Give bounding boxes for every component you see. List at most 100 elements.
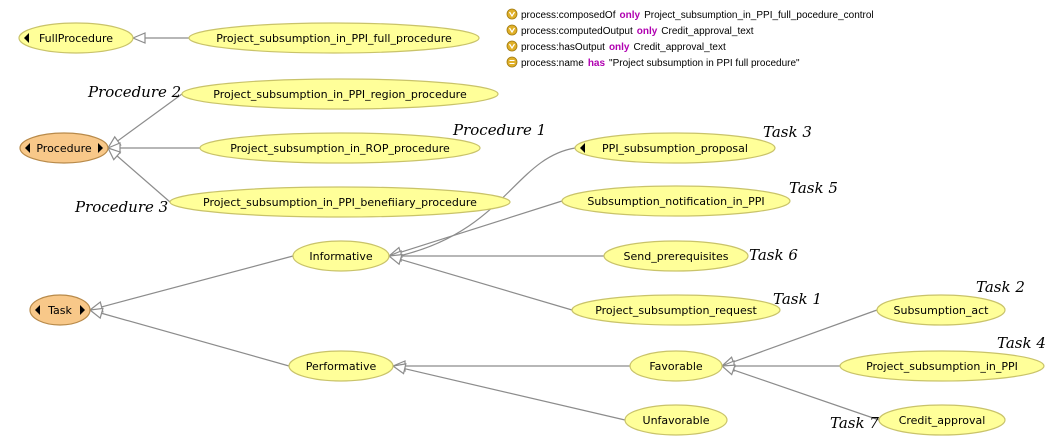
class-ellipse — [292, 240, 390, 272]
class-node-unfavorable[interactable]: Unfavorable — [624, 404, 728, 436]
class-ellipse — [603, 240, 749, 272]
class-node-beneficiary[interactable]: Project_subsumption_in_PPI_benefiiary_pr… — [169, 186, 511, 218]
class-node-proposal[interactable]: PPI_subsumption_proposal — [574, 132, 776, 164]
class-label: Project_subsumption_in_ROP_procedure — [230, 142, 450, 155]
restriction-keyword: has — [588, 58, 606, 69]
expand-left-icon[interactable] — [35, 305, 40, 315]
edge-unfavorable-to-performative — [391, 363, 626, 421]
class-node-prereq[interactable]: Send_prerequisites — [603, 240, 749, 272]
class-label: Send_prerequisites — [624, 250, 729, 263]
annotation-task-7: Task 7 — [830, 414, 879, 432]
restriction-property: process:computedOutput — [521, 26, 633, 37]
class-label: PPI_subsumption_proposal — [602, 142, 748, 155]
value-icon — [506, 56, 518, 68]
annotation-task-2: Task 2 — [976, 278, 1025, 296]
restriction-keyword: only — [637, 26, 658, 37]
class-node-ppi[interactable]: Project_subsumption_in_PPI — [839, 350, 1045, 382]
class-label: Project_subsumption_request — [595, 304, 757, 317]
expand-left-icon[interactable] — [25, 143, 30, 153]
class-ellipse — [188, 22, 480, 54]
expand-left-icon[interactable] — [24, 33, 29, 43]
class-node-ppi_region[interactable]: Project_subsumption_in_PPI_region_proced… — [181, 78, 499, 110]
restriction-keyword: only — [609, 42, 630, 53]
edge-performative-to-task — [88, 307, 290, 367]
annotation-task-3: Task 3 — [763, 123, 812, 141]
class-node-request[interactable]: Project_subsumption_request — [571, 294, 781, 326]
edge-favorable-to-performative — [391, 360, 630, 372]
class-node-act[interactable]: Subsumption_act — [876, 294, 1006, 326]
class-label: FullProcedure — [39, 32, 113, 45]
class-label: Unfavorable — [643, 414, 710, 427]
edge-ppi-to-favorable — [720, 360, 840, 372]
class-ellipse — [839, 350, 1045, 382]
edge-beneficiary-to-procedure — [106, 146, 171, 203]
class-label: Task — [47, 304, 72, 317]
annotation-task-1: Task 1 — [773, 290, 822, 308]
edge-ppi_full-to-fullprocedure — [131, 32, 189, 44]
class-label: Favorable — [649, 360, 703, 373]
annotation-layer: Procedure 2 Procedure 1 Procedure 3 Task 3 T… — [74, 83, 1046, 432]
arrowhead — [391, 363, 407, 375]
class-label: Credit_approval — [899, 414, 986, 427]
class-node-procedure[interactable]: Procedure — [19, 132, 109, 164]
annotation-procedure-2: Procedure 2 — [87, 83, 181, 101]
class-ellipse — [18, 22, 134, 54]
restriction-filler: "Project subsumption in PPI full procedu… — [609, 58, 800, 69]
class-ellipse — [19, 132, 109, 164]
class-node-performative[interactable]: Performative — [288, 350, 394, 382]
class-node-ppi_full[interactable]: Project_subsumption_in_PPI_full_procedur… — [188, 22, 480, 54]
annotation-task-5: Task 5 — [789, 179, 838, 197]
restriction-property: process:composedOf — [521, 10, 616, 21]
class-node-task[interactable]: Task — [29, 294, 91, 326]
restriction-keyword: only — [620, 10, 641, 21]
class-label: Project_subsumption_in_PPI_full_procedur… — [216, 32, 452, 45]
class-label: Project_subsumption_in_PPI_benefiiary_pr… — [203, 196, 477, 209]
expand-right-icon[interactable] — [98, 143, 103, 153]
class-ellipse — [878, 404, 1006, 436]
class-node-favorable[interactable]: Favorable — [629, 350, 723, 382]
arrowhead — [131, 32, 146, 44]
class-ellipse — [629, 350, 723, 382]
restriction-icon — [506, 40, 518, 52]
class-ellipse — [561, 185, 791, 217]
edge-request-to-informative — [387, 253, 573, 311]
class-ellipse — [29, 294, 91, 326]
arrowhead — [106, 146, 122, 161]
class-node-fullprocedure[interactable]: FullProcedure — [18, 22, 134, 54]
class-ellipse — [169, 186, 511, 218]
class-label: Project_subsumption_in_PPI_region_proced… — [213, 88, 467, 101]
annotation-procedure-1: Procedure 1 — [452, 121, 546, 139]
class-node-credit[interactable]: Credit_approval — [878, 404, 1006, 436]
class-ellipse — [624, 404, 728, 436]
restriction-filler: Project_subsumption_in_PPI_full_pocedure… — [644, 10, 874, 21]
edge-ppi_region-to-procedure — [106, 93, 183, 149]
arrowhead — [88, 307, 104, 320]
restriction-property: process:hasOutput — [521, 42, 605, 53]
class-ellipse — [574, 132, 776, 164]
class-node-rop[interactable]: Project_subsumption_in_ROP_procedure — [199, 132, 481, 164]
class-ellipse — [181, 78, 499, 110]
expand-left-icon[interactable] — [580, 143, 585, 153]
class-node-notification[interactable]: Subsumption_notification_in_PPI — [561, 185, 791, 217]
class-label: Project_subsumption_in_PPI — [866, 360, 1018, 373]
restriction-icon — [506, 24, 518, 36]
class-label: Performative — [306, 360, 377, 373]
edge-credit-to-favorable — [720, 364, 880, 421]
edge-prereq-to-informative — [387, 250, 604, 262]
expand-right-icon[interactable] — [80, 305, 85, 315]
class-ellipse — [571, 294, 781, 326]
edge-rop-to-procedure — [106, 142, 200, 154]
annotation-task-6: Task 6 — [749, 246, 798, 264]
class-node-informative[interactable]: Informative — [292, 240, 390, 272]
class-ellipse — [288, 350, 394, 382]
annotation-procedure-3: Procedure 3 — [74, 198, 168, 216]
edge-informative-to-task — [88, 255, 294, 313]
